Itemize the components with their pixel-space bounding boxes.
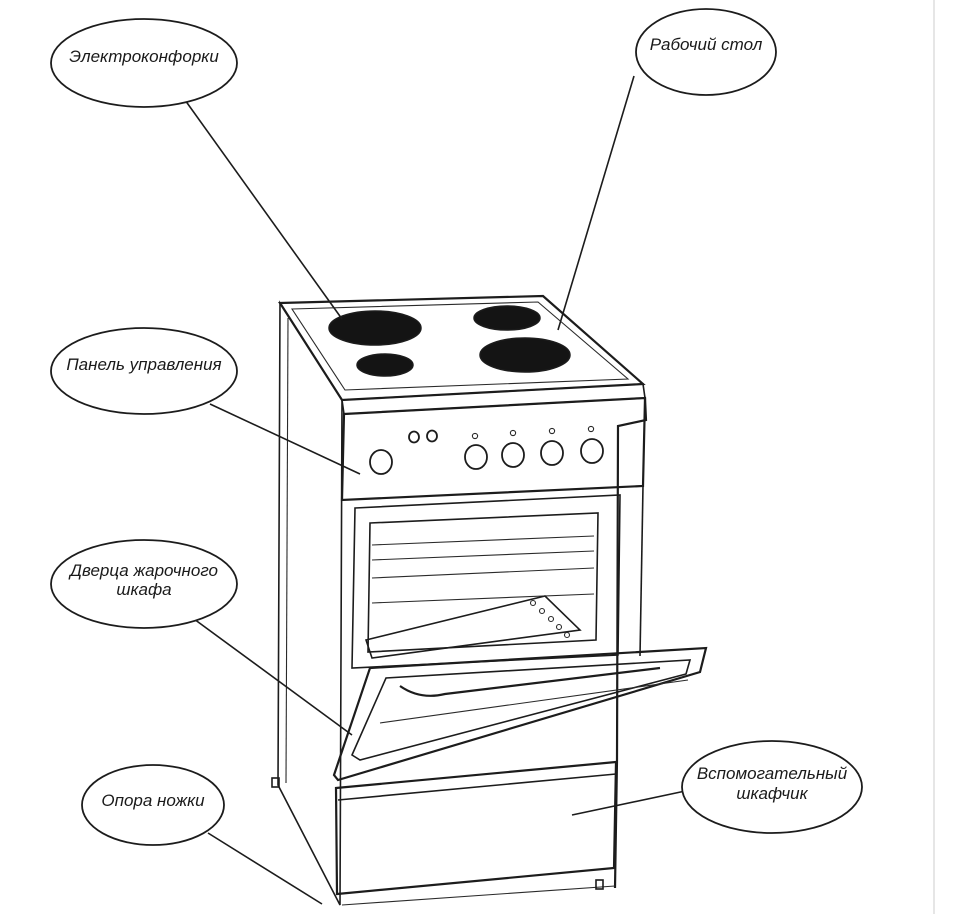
bubble-worktop (635, 8, 777, 96)
worktop-inner (291, 301, 630, 391)
oven-rack-1b (371, 550, 595, 561)
tray-hole (555, 623, 563, 631)
body-right-edge (615, 397, 648, 761)
bubble-oven-door (50, 539, 238, 629)
oven-door-inner-line (379, 679, 689, 724)
oven-rack-1 (371, 535, 595, 546)
indicator-lamp-1 (408, 430, 420, 444)
aux-cabinet-top-edge (337, 773, 617, 801)
leader-oven-door (193, 618, 353, 736)
stove-foot-left (271, 777, 280, 788)
worktop (278, 294, 646, 415)
burner-back-right-small (473, 305, 541, 331)
bubble-burners (50, 18, 238, 108)
oven-door-handle (399, 666, 661, 697)
label-text-aux-cabinet-line1: Вспомогательный (697, 764, 848, 783)
stove-foot-right (595, 879, 604, 890)
label-foot-support: Опора ножки (81, 764, 225, 846)
label-text-oven-door-line1: Дверца жарочного (68, 561, 218, 580)
label-text-control-panel: Панель управления (66, 355, 221, 374)
tray-hole (547, 615, 555, 623)
bubble-control-panel (50, 327, 238, 415)
leader-control-panel (209, 403, 361, 475)
burner-knob-1 (464, 444, 488, 470)
leader-burners (184, 99, 343, 320)
burner-knob-3 (540, 440, 564, 466)
oven-rack-3 (371, 593, 595, 604)
oven-door (332, 646, 708, 782)
tray-hole (529, 599, 537, 607)
burner-front-right-large (479, 337, 571, 373)
burners (328, 305, 571, 377)
aux-cabinet-front (334, 760, 618, 896)
leader-foot-support (207, 832, 323, 905)
aux-cabinet (271, 760, 618, 906)
label-text-aux-cabinet-line2: шкафчик (736, 784, 808, 803)
label-control-panel: Панель управления (50, 327, 238, 415)
label-text-worktop: Рабочий стол (650, 35, 763, 54)
bubble-foot-support (81, 764, 225, 846)
bubble-aux-cabinet (681, 740, 863, 834)
indicator-lamp-2 (426, 429, 438, 443)
label-burners: Электроконфорки (50, 18, 238, 108)
tray-hole (563, 631, 571, 639)
stove-base (341, 885, 616, 906)
label-text-oven-door-line2: шкафа (116, 580, 171, 599)
label-text-foot-support: Опора ножки (101, 791, 205, 810)
main-switch-knob (369, 449, 393, 475)
stove (271, 294, 708, 906)
label-worktop: Рабочий стол (635, 8, 777, 96)
knob-mark-3 (548, 427, 556, 435)
knob-mark-2 (509, 429, 517, 437)
oven-opening (367, 512, 599, 653)
burner-knob-4 (580, 438, 604, 464)
label-text-burners: Электроконфорки (69, 47, 219, 66)
knob-mark-1 (471, 432, 479, 440)
knob-mark-4 (587, 425, 595, 433)
side-panel-edge (285, 317, 289, 784)
oven-door-glass (350, 659, 692, 761)
burner-front-left-small (356, 353, 414, 377)
oven-cavity (351, 494, 621, 669)
label-aux-cabinet: Вспомогательный шкафчик (681, 740, 863, 834)
oven-rack-2 (371, 567, 595, 579)
body-right-front-edge (639, 485, 644, 657)
leader-lines (184, 75, 691, 905)
tray-hole (538, 607, 546, 615)
control-panel (340, 396, 647, 502)
oven-door-outline (332, 646, 708, 782)
baking-tray (364, 595, 582, 659)
leader-aux-cabinet (571, 789, 691, 816)
oven-frame (351, 494, 621, 669)
label-oven-door: Дверца жарочного шкафа (50, 539, 238, 629)
burner-front-left-large (328, 310, 422, 346)
leader-worktop (557, 75, 635, 331)
burner-knob-2 (501, 442, 525, 468)
worktop-outline (278, 294, 646, 402)
